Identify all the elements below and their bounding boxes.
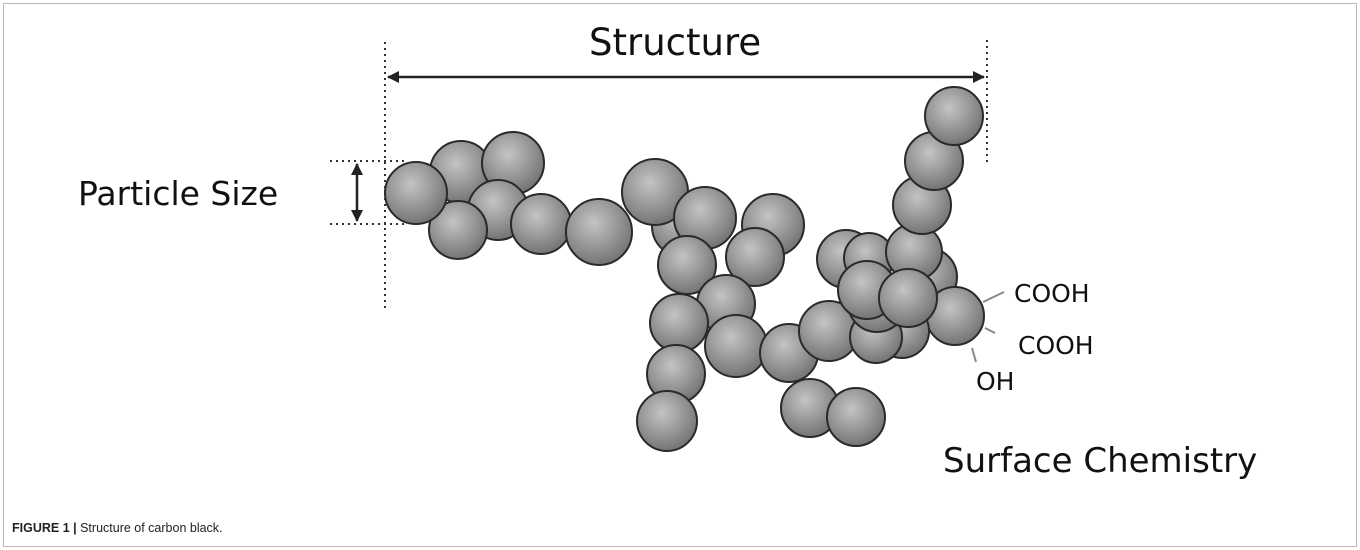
caption-label: FIGURE 1 | xyxy=(12,521,77,535)
carbon-particle-17 xyxy=(636,390,698,452)
structure-label: Structure xyxy=(589,21,762,64)
functional-group-cooh-1: COOH xyxy=(1014,279,1090,308)
carbon-particle-18 xyxy=(704,314,768,378)
figure-caption: FIGURE 1 | Structure of carbon black. xyxy=(12,521,223,535)
cooh-tick-2 xyxy=(984,327,996,334)
carbon-particle-6 xyxy=(510,193,572,255)
carbon-particle-7 xyxy=(565,198,633,266)
carbon-particle-15 xyxy=(649,293,709,353)
cooh-tick-1 xyxy=(982,291,1005,303)
surface-chemistry-label: Surface Chemistry xyxy=(943,441,1258,481)
carbon-particle-35 xyxy=(924,86,984,146)
carbon-particle-4 xyxy=(428,200,488,260)
functional-group-oh: OH xyxy=(976,367,1015,396)
particle-cluster xyxy=(384,86,985,452)
carbon-particle-12 xyxy=(657,235,717,295)
functional-group-cooh-2: COOH xyxy=(1018,331,1094,360)
caption-text: Structure of carbon black. xyxy=(76,521,223,535)
carbon-particle-5 xyxy=(384,161,448,225)
particle-size-label: Particle Size xyxy=(78,174,279,213)
carbon-particle-32 xyxy=(878,268,938,328)
carbon-particle-13 xyxy=(725,227,785,287)
oh-tick xyxy=(971,347,977,363)
carbon-particle-22 xyxy=(826,387,886,447)
